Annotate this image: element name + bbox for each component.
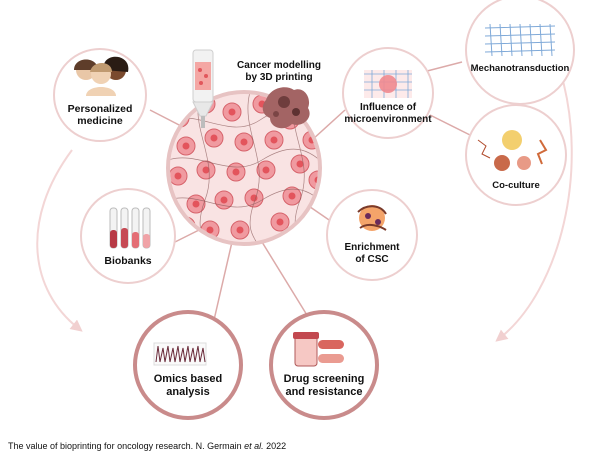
tissue-cell-nucleus xyxy=(202,166,210,174)
tissue-cell-nucleus xyxy=(262,166,270,174)
center-tissue-circle xyxy=(166,90,322,246)
co-culture-line1: Co-culture xyxy=(492,180,540,191)
csc-icon xyxy=(357,205,387,231)
tumor-icon xyxy=(262,87,310,129)
pills-icon xyxy=(293,332,344,367)
omics-analysis-node xyxy=(133,310,243,420)
tissue-cell-nucleus xyxy=(288,192,296,200)
personalized-medicine-line1: Personalized xyxy=(67,103,133,115)
drug-screening-node xyxy=(269,310,379,420)
tissue-cell-nucleus xyxy=(232,168,240,176)
drug-line1: Drug screening xyxy=(283,373,365,385)
tissue-cell-nucleus xyxy=(206,226,214,234)
omics-analysis-label: Omics based analysis xyxy=(138,373,238,399)
tissue-cell-nucleus xyxy=(228,108,236,116)
co-culture-node xyxy=(465,104,567,206)
enrichment-csc-node xyxy=(326,189,418,281)
tissue-cell-nucleus xyxy=(296,160,304,168)
influence-line1: Influence of xyxy=(359,102,417,113)
tissue-cell-nucleus xyxy=(182,142,190,150)
figure-caption: The value of bioprinting for oncology re… xyxy=(8,441,286,451)
tissue-cell xyxy=(308,170,318,190)
test-tubes-icon xyxy=(109,207,151,249)
personalized-medicine-line2: medicine xyxy=(77,115,123,128)
influence-line2: microenvironment xyxy=(344,113,432,125)
tissue-cell-nucleus xyxy=(270,136,278,144)
omics-line2: analysis xyxy=(166,385,210,398)
influence-microenvironment-label: Influence of microenvironment xyxy=(338,102,438,126)
tissue-cell-nucleus xyxy=(210,134,218,142)
tissue-cell-nucleus xyxy=(174,172,182,180)
left-curved-arrow xyxy=(36,149,83,332)
biobanks-label: Biobanks xyxy=(88,255,168,267)
tissue-cell-nucleus xyxy=(182,222,190,230)
chromatogram-icon xyxy=(153,342,207,366)
drug-screening-label: Drug screening and resistance xyxy=(269,373,379,399)
people-icon xyxy=(74,56,129,96)
mechanotransduction-node xyxy=(465,0,575,105)
caption-text-before: The value of bioprinting for oncology re… xyxy=(8,441,245,451)
biobanks-node xyxy=(80,188,176,284)
tissue-cell-nucleus xyxy=(240,138,248,146)
co-culture-label: Co-culture xyxy=(476,180,556,191)
cells-icon xyxy=(477,130,548,171)
tissue-cell-nucleus xyxy=(192,200,200,208)
center-title: Cancer modelling by 3D printing xyxy=(224,60,334,84)
caption-italic: et al. xyxy=(244,441,264,451)
personalized-medicine-node xyxy=(53,48,147,142)
mesh-icon xyxy=(484,23,556,57)
mechanotransduction-line1: Mechanotransduction xyxy=(470,63,570,74)
tissue-cell-nucleus xyxy=(314,176,318,184)
tissue-cell-nucleus xyxy=(276,218,284,226)
center-title-line1: Cancer modelling xyxy=(237,60,321,71)
personalized-medicine-label: Personalized medicine xyxy=(55,103,145,128)
caption-text-after: 2022 xyxy=(263,441,287,451)
mechanotransduction-label: Mechanotransduction xyxy=(465,63,575,74)
omics-line1: Omics based xyxy=(153,373,223,385)
right-curved-arrow xyxy=(495,69,573,342)
bioprinter-nozzle-icon xyxy=(192,49,214,128)
tissue-cell-nucleus xyxy=(236,226,244,234)
enrichment-line1: Enrichment xyxy=(344,242,400,253)
tissue-cell-nucleus xyxy=(220,196,228,204)
enrichment-line2: of CSC xyxy=(355,253,389,265)
biobanks-line1: Biobanks xyxy=(104,255,152,267)
microenvironment-icon xyxy=(364,70,412,98)
tissue-cell-nucleus xyxy=(250,194,258,202)
influence-microenvironment-node xyxy=(342,47,434,139)
drug-line2: and resistance xyxy=(285,385,363,398)
enrichment-csc-label: Enrichment of CSC xyxy=(332,242,412,266)
center-title-line2: by 3D printing xyxy=(245,71,313,83)
